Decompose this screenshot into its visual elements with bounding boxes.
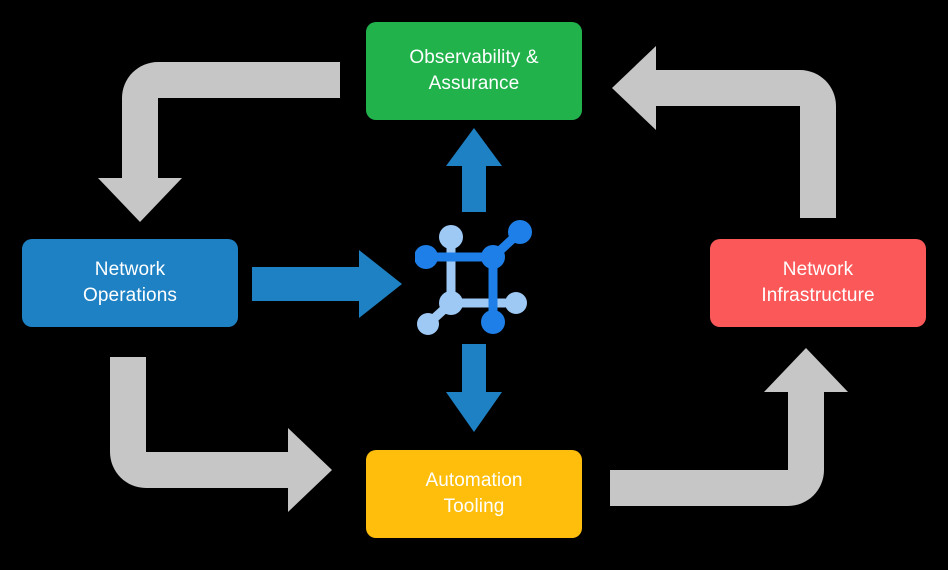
network-graph-icon — [415, 220, 532, 335]
arrow-center-to-automation — [446, 344, 502, 432]
arrow-observability-to-operations — [98, 62, 340, 222]
node-automation-tooling[interactable]: Automation Tooling — [366, 450, 582, 538]
arrow-center-to-observability — [446, 128, 502, 212]
arrow-operations-to-center — [252, 250, 402, 318]
arrow-automation-to-infrastructure — [610, 348, 848, 506]
network-icon-dark-nodes — [415, 220, 532, 334]
network-icon-light-nodes — [417, 225, 527, 335]
arrow-operations-to-automation — [110, 357, 332, 512]
node-network-operations[interactable]: Network Operations — [22, 239, 238, 327]
node-observability-assurance[interactable]: Observability & Assurance — [366, 22, 582, 120]
node-network-infrastructure[interactable]: Network Infrastructure — [710, 239, 926, 327]
arrow-infrastructure-to-observability — [612, 46, 836, 218]
